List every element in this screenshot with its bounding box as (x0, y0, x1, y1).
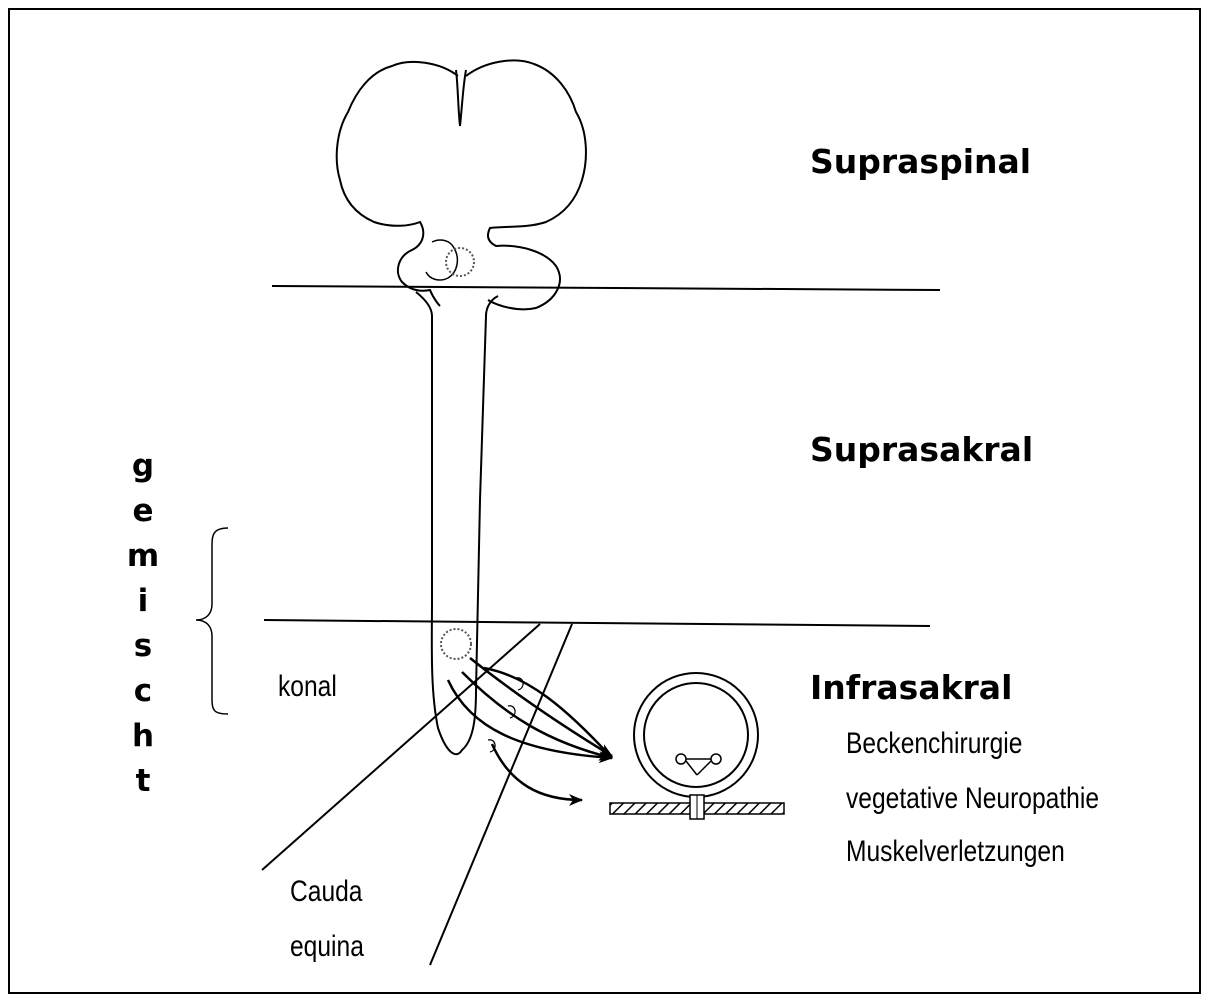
label-suprasakral: Suprasakral (810, 430, 1033, 469)
label-infrasakral: Infrasakral (810, 668, 1012, 707)
gemischt-letter: s (134, 624, 152, 669)
cauda-equina-line-left (262, 624, 540, 870)
spinal-cord (416, 292, 498, 754)
brain-outline (337, 60, 586, 309)
gemischt-letter: t (136, 759, 151, 804)
gemischt-letter: i (138, 579, 149, 624)
supraspinal-boundary-line (272, 286, 940, 290)
gemischt-letter: m (127, 534, 159, 579)
label-cauda: Cauda (290, 875, 362, 909)
label-equina: equina (290, 930, 364, 964)
cause-muskelverletzungen: Muskelverletzungen (846, 835, 1065, 869)
gemischt-letter: c (134, 669, 152, 714)
label-gemischt-vertical: g e m i s c h t (118, 444, 168, 804)
bladder-inner (644, 683, 748, 787)
cause-beckenchirurgie: Beckenchirurgie (846, 727, 1022, 761)
bladder-neck-symbol (676, 754, 721, 775)
label-konal: konal (278, 670, 337, 704)
cauda-equina-line-right (430, 624, 572, 965)
brain-fissure (456, 70, 466, 126)
bladder-outer (634, 673, 758, 797)
supraspinal-lesion (446, 248, 474, 276)
gemischt-letter: h (132, 714, 154, 759)
cause-vegetative-neuropathie: vegetative Neuropathie (846, 782, 1099, 816)
mixed-bracket (196, 528, 228, 714)
gemischt-letter: g (132, 444, 154, 489)
gemischt-letter: e (132, 489, 153, 534)
label-supraspinal: Supraspinal (810, 142, 1031, 181)
suprasakral-boundary-line (264, 620, 930, 626)
conal-lesion (441, 629, 471, 659)
